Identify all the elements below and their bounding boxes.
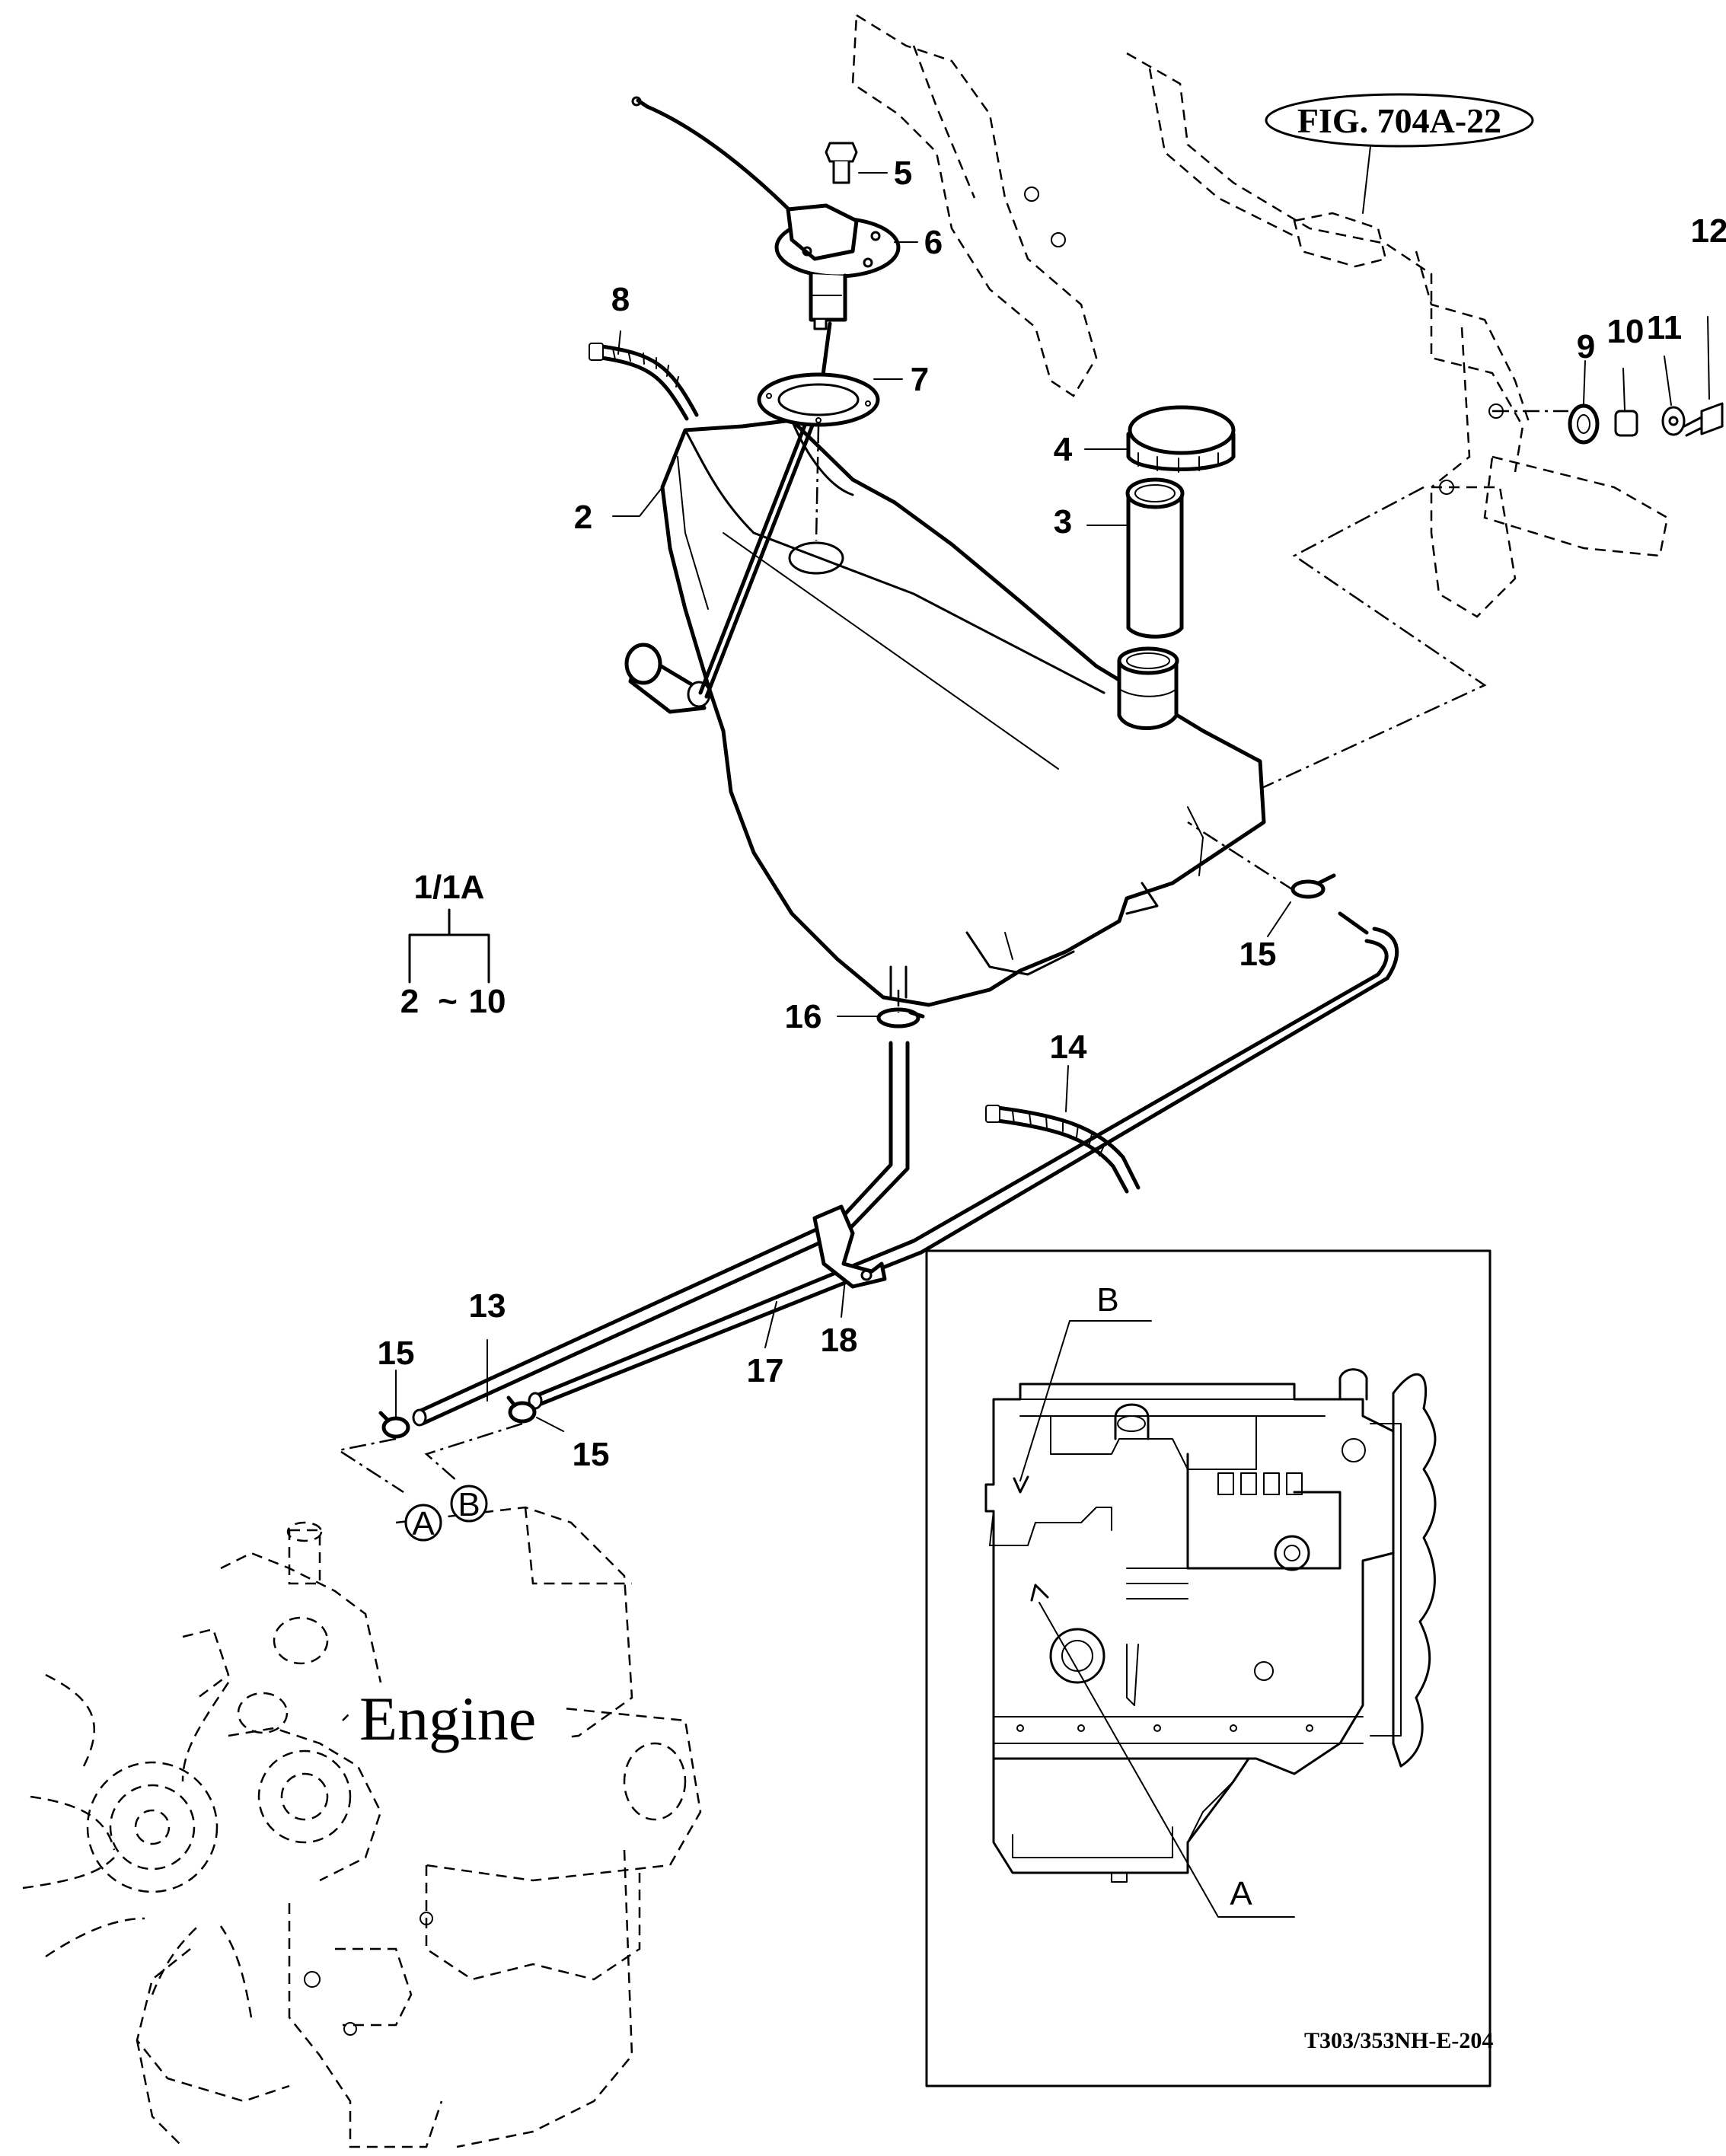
frame-bracket [851, 13, 1669, 824]
fuel-sender-unit[interactable] [631, 96, 901, 699]
callout-part-18[interactable]: 18 [821, 1322, 858, 1359]
filler-neck [1117, 646, 1179, 730]
engine-label: Engine [359, 1684, 536, 1753]
connection-point-a[interactable]: A [404, 1504, 442, 1542]
routing-lines [336, 426, 1295, 1494]
callout-part-2[interactable]: 2 [574, 499, 592, 536]
engine-illustration [22, 1506, 702, 2148]
filler-cap[interactable] [1126, 405, 1236, 473]
callout-part-9[interactable]: 9 [1577, 328, 1595, 365]
callout-part-15-feed[interactable]: 15 [378, 1335, 415, 1372]
callout-part-11[interactable]: 11 [1647, 309, 1683, 346]
callout-part-17[interactable]: 17 [747, 1352, 784, 1389]
callout-part-7[interactable]: 7 [911, 361, 929, 398]
fuel-tank[interactable] [660, 418, 1266, 1007]
sender-bolt[interactable] [825, 142, 858, 184]
group-range-separator: ~ [438, 983, 458, 1020]
drawing-code: T303/353NH-E-204 [1304, 2028, 1493, 2053]
clamp-16[interactable] [876, 1007, 925, 1029]
clamp-15-tank[interactable] [1291, 873, 1336, 899]
callout-numbers: 2 3 4 5 6 7 8 9 10 11 12 13 14 15 15 15 … [378, 155, 1726, 1473]
figure-reference-label: FIG. 704A-22 [1297, 101, 1501, 140]
callout-part-15-tank[interactable]: 15 [1239, 936, 1277, 973]
overflow-hose[interactable] [985, 1105, 1141, 1194]
group-range-start: 2 [400, 983, 419, 1020]
callout-part-8[interactable]: 8 [611, 281, 630, 318]
callout-part-13[interactable]: 13 [469, 1287, 506, 1325]
inset-callout-b[interactable]: B [1013, 1281, 1152, 1494]
inset-engine-side-view [984, 1368, 1437, 1883]
figure-reference-callout[interactable]: FIG. 704A-22 [1265, 93, 1534, 214]
mounting-hardware [1568, 316, 1724, 445]
callout-part-10[interactable]: 10 [1607, 313, 1645, 350]
connection-point-a-label: A [412, 1505, 435, 1542]
callout-part-12[interactable]: 12 [1691, 212, 1726, 250]
filler-pipe[interactable] [1125, 477, 1185, 639]
callout-leaders [395, 172, 1291, 1432]
feed-tube-13[interactable] [412, 1041, 910, 1427]
callout-part-5[interactable]: 5 [894, 155, 912, 192]
group-range-end: 10 [469, 983, 506, 1020]
connection-point-b-label: B [458, 1486, 480, 1523]
vent-hose[interactable] [589, 343, 699, 421]
engine-label-background [352, 1682, 565, 1755]
assembly-group: 1/1A 2 ~ 10 [400, 869, 506, 1020]
inset-callout-a[interactable]: A [1030, 1584, 1295, 1918]
sender-gasket[interactable] [757, 372, 880, 427]
inset-label-a: A [1230, 1875, 1252, 1912]
connection-point-b[interactable]: B [450, 1485, 488, 1523]
fuel-outlet-pipe [889, 965, 908, 999]
engine-inset-panel: B A [925, 1249, 1492, 2087]
callout-part-15-return[interactable]: 15 [573, 1436, 610, 1473]
tube-clip-18[interactable] [812, 1204, 887, 1289]
clamp-15-return[interactable] [506, 1395, 537, 1424]
inset-label-b: B [1096, 1281, 1118, 1319]
callout-part-6[interactable]: 6 [924, 224, 943, 261]
group-title: 1/1A [414, 869, 485, 906]
callout-part-16[interactable]: 16 [785, 998, 822, 1035]
callout-part-3[interactable]: 3 [1054, 503, 1072, 541]
clamp-15-feed[interactable] [378, 1411, 410, 1439]
callout-part-4[interactable]: 4 [1054, 431, 1073, 468]
callout-part-14[interactable]: 14 [1050, 1029, 1087, 1066]
tank-filter-element [624, 643, 711, 714]
